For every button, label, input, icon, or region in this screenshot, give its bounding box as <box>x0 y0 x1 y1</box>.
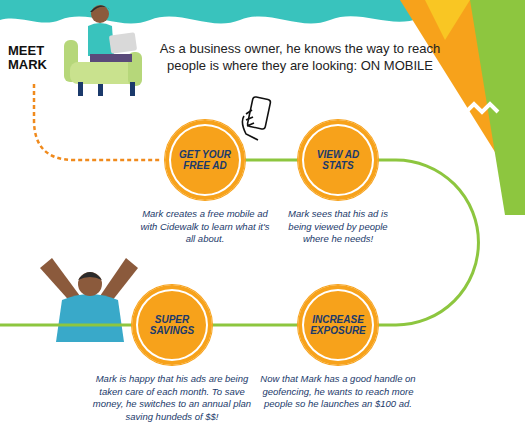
headline-text: As a business owner, he knows the way to… <box>150 40 450 74</box>
step-circle: VIEW AD STATSMark sees that his ad is be… <box>298 120 378 200</box>
dashed-path <box>34 84 160 160</box>
step-description: Mark creates a free mobile ad with Cidew… <box>135 208 275 246</box>
step-description: Now that Mark has a good handle on geofe… <box>258 373 418 411</box>
step-title: SUPER SAVINGS <box>141 314 203 336</box>
step-circle: INCREASE EXPOSURENow that Mark has a goo… <box>298 285 378 365</box>
step-title: GET YOUR FREE AD <box>174 149 236 171</box>
step-circle: GET YOUR FREE ADMark creates a free mobi… <box>165 120 245 200</box>
path-connector <box>378 160 478 325</box>
zigzag <box>450 104 498 112</box>
yellow-shape <box>425 0 470 40</box>
step-title: INCREASE EXPOSURE <box>307 314 369 336</box>
path-connector <box>212 324 298 327</box>
step-circle: SUPER SAVINGSMark is happy that his ads … <box>132 285 212 365</box>
title-text: MEET MARK <box>8 44 68 72</box>
seated-person <box>64 5 142 96</box>
top-band <box>0 0 420 23</box>
path-tail <box>0 324 133 327</box>
step-description: Mark sees that his ad is being viewed by… <box>276 208 401 246</box>
path-connector <box>245 159 298 162</box>
cheering-person <box>40 258 138 342</box>
step-title: VIEW AD STATS <box>307 149 369 171</box>
step-description: Mark is happy that his ads are being tak… <box>92 373 252 422</box>
phone-icon <box>242 96 271 140</box>
